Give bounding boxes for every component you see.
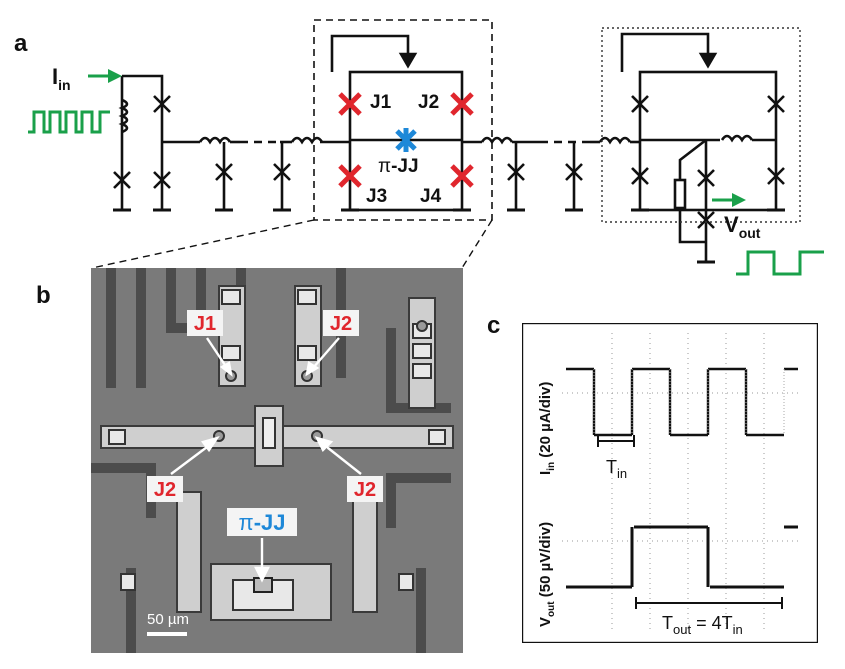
top-ylabel: Iin (20 µA/div)	[537, 382, 557, 475]
panel-label-b: b	[36, 282, 51, 309]
pi-jj-suffix: -JJ	[391, 156, 418, 177]
pi-junction-symbol	[395, 128, 417, 152]
svg-text:π-JJ: π-JJ	[239, 510, 286, 535]
bottom-ylabel: Vout (50 µV/div)	[537, 522, 557, 627]
output-voltage-trace	[566, 525, 798, 589]
micrograph-label-pi-jj: π-JJ	[227, 508, 297, 536]
svg-text:π-JJ: π-JJ	[378, 156, 419, 177]
svg-text:J1: J1	[194, 313, 216, 335]
oscilloscope-traces: Tin Tout = 4Tin Iin (20 µA/div) Vout (50…	[522, 323, 818, 643]
svg-text:Tout = 4Tin: Tout = 4Tin	[662, 613, 743, 637]
svg-text:J2: J2	[330, 313, 352, 335]
t-in-label: T	[606, 457, 617, 477]
svg-text:Vout: Vout	[724, 212, 761, 241]
input-label: I	[52, 64, 58, 89]
micrograph-label-j1: J1	[187, 310, 223, 336]
pi-jj-prefix: π	[378, 156, 391, 177]
svg-text:Tin: Tin	[606, 457, 627, 481]
label-j1: J1	[370, 92, 392, 113]
scale-bar-label: 50 µm	[147, 611, 189, 628]
t-out-label: T	[662, 613, 673, 633]
label-j3: J3	[366, 186, 387, 207]
device-micrograph: J1 J2 J2 J2 π-JJ 50 µm	[91, 268, 463, 653]
micrograph-label-j2-top: J2	[323, 310, 359, 336]
svg-text:Iin: Iin	[52, 64, 71, 93]
micrograph-label-j2-left: J2	[147, 476, 183, 502]
micrograph-label-j2-right: J2	[347, 476, 383, 502]
label-j4: J4	[420, 186, 442, 207]
circuit-schematic: Iin J1 J2 J3 J4 π-JJ Vout	[28, 19, 824, 276]
output-pulse-train	[736, 250, 824, 276]
output-label: V	[724, 212, 739, 237]
panel-label-c: c	[487, 312, 501, 339]
label-j2: J2	[418, 92, 439, 113]
panel-label-a: a	[14, 30, 28, 57]
svg-text:J2: J2	[354, 479, 376, 501]
svg-text:J2: J2	[154, 479, 176, 501]
input-pulse-train	[28, 110, 110, 134]
